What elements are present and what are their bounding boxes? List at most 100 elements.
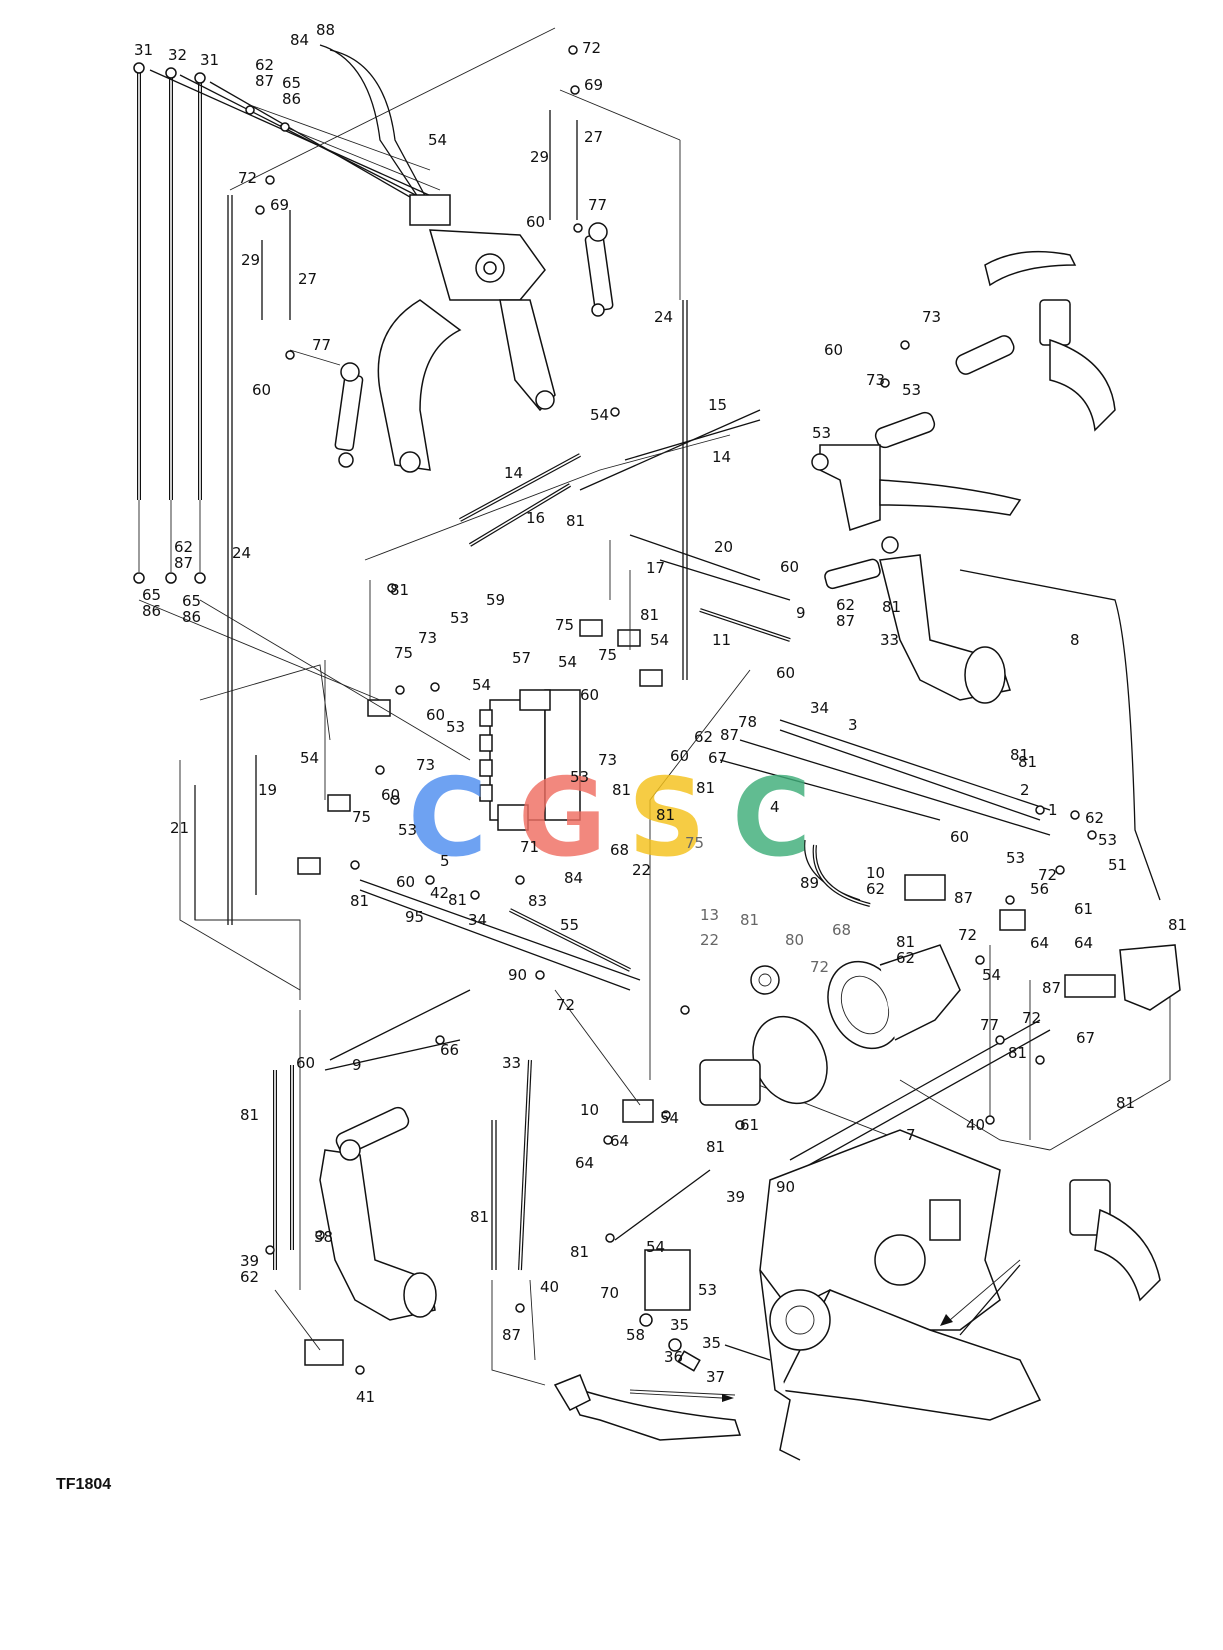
callout-label: 81 [1010,746,1029,764]
callout-label: 27 [298,270,317,288]
callout-label: 54 [646,1238,665,1256]
callout-label: 58 [626,1326,645,1344]
callout-label: 35 [702,1334,721,1352]
callout-label: 60 [381,786,400,804]
callout-label: 2 [1020,781,1030,799]
callout-label: 72 [958,926,977,944]
callout-label: 83 [528,892,547,910]
upper-right-assemblies [811,250,1116,531]
callout-label: 72 [582,39,601,57]
callout-label: 81 [706,1138,725,1156]
solenoid-valve [1064,944,1181,1011]
callout-label: 33 [502,1054,521,1072]
main-frame [724,1129,1161,1461]
callout-label: 87 [836,612,855,630]
callout-label: 65 [282,74,301,92]
callout-label: 34 [468,911,487,929]
callout-label: 22 [632,861,651,879]
callout-label: 27 [584,128,603,146]
callout-label: 81 [570,1243,589,1261]
callout-label: 60 [670,747,689,765]
callout-label: 54 [982,966,1001,984]
callout-label: 4 [770,798,780,816]
callout-label: 29 [530,148,549,166]
callout-label: 73 [416,756,435,774]
callout-label: 95 [405,908,424,926]
callout-label: 53 [398,821,417,839]
callout-label: 54 [472,676,491,694]
callout-label: 81 [470,1208,489,1226]
callout-label: 34 [810,699,829,717]
callout-label: 64 [1030,934,1049,952]
callout-label: 60 [296,1054,315,1072]
callout-label: 32 [168,46,187,64]
callout-label: 62 [836,596,855,614]
callout-label: 73 [866,371,885,389]
callout-label: 54 [428,131,447,149]
callout-label: 53 [902,381,921,399]
callout-label: 81 [882,598,901,616]
callout-label: 54 [558,653,577,671]
watermark-letter-1: C [408,756,487,881]
callout-label: 67 [1076,1029,1095,1047]
callout-label: 14 [504,464,523,482]
callout-label: 65 [142,586,161,604]
callout-label: 11 [712,631,731,649]
callout-label: 72 [1022,1009,1041,1027]
callout-label: 81 [896,933,915,951]
figure-id: TF1804 [56,1476,112,1493]
callout-label: 90 [508,966,527,984]
callout-label: 22 [700,931,719,949]
callout-label: 73 [922,308,941,326]
callout-label: 53 [698,1281,717,1299]
callout-label: 81 [390,581,409,599]
callout-label: 78 [738,713,757,731]
callout-label: 64 [610,1132,629,1150]
callout-label: 42 [430,884,449,902]
callout-label: 81 [566,512,585,530]
callout-label: 77 [588,196,607,214]
callout-label: 87 [255,72,274,90]
callout-label: 66 [440,1041,459,1059]
upper-hitch-frame [377,194,556,473]
callout-label: 87 [720,726,739,744]
callout-label: 86 [142,602,161,620]
callout-label: 62 [866,880,885,898]
callout-label: 29 [241,251,260,269]
callout-label: 87 [174,554,193,572]
callout-label: 65 [182,592,201,610]
callout-label: 61 [1074,900,1093,918]
callout-label: 13 [700,906,719,924]
callout-label: 61 [740,1116,759,1134]
callout-label: 31 [200,51,219,69]
callout-label: 84 [290,31,309,49]
callout-label: 69 [584,76,603,94]
watermark-letter-4: C [732,756,811,881]
callout-label: 81 [1116,1094,1135,1112]
callout-label: 9 [796,604,806,622]
callout-label: 40 [966,1116,985,1134]
watermark-letter-3: S [628,756,706,881]
callout-label: 81 [612,781,631,799]
callout-labels: 31 32 31 62 87 65 86 84 88 72 69 27 29 5… [134,21,1187,1406]
callout-label: 84 [564,869,583,887]
callout-label: 53 [1098,831,1117,849]
upper-lift-cylinders [261,120,614,468]
callout-label: 86 [282,90,301,108]
callout-label: 17 [646,559,665,577]
callout-label: 69 [270,196,289,214]
control-valve-bank [479,689,581,831]
callout-label: 7 [906,1126,916,1144]
callout-label: 21 [170,819,189,837]
callout-label: 62 [255,56,274,74]
callout-label: 57 [512,649,531,667]
callout-label: 54 [300,749,319,767]
callout-label: 39 [726,1188,745,1206]
watermark: C G S C [408,756,811,881]
callout-label: 60 [252,381,271,399]
callout-label: 60 [780,558,799,576]
callout-label: 24 [654,308,673,326]
callout-label: 1 [1048,801,1058,819]
steering-knuckle-right [824,536,1011,704]
